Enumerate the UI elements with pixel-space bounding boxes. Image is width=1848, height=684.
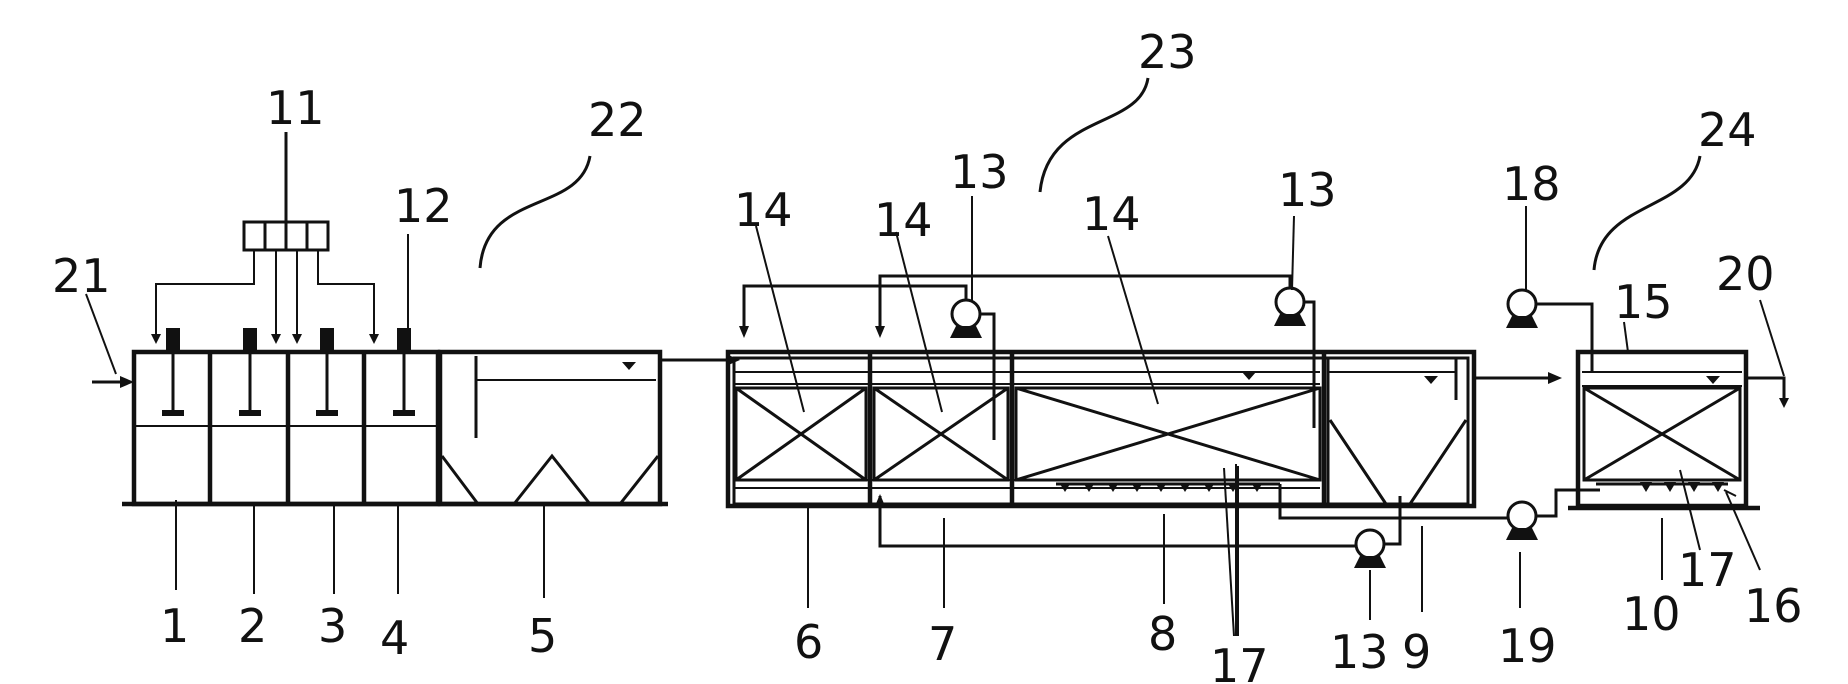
- pump-18: [1506, 288, 1594, 372]
- label-13-bottom: 13: [1330, 625, 1389, 679]
- label-20: 20: [1716, 247, 1775, 301]
- agitator-2: [239, 328, 261, 416]
- leader-lines: [85, 196, 1785, 637]
- label-7: 7: [928, 617, 957, 671]
- pump-13-bottom: [875, 494, 1402, 568]
- label-18: 18: [1502, 157, 1561, 211]
- pump-13-left: [950, 298, 996, 440]
- pump-19: [1506, 488, 1600, 540]
- label-1: 1: [160, 599, 189, 653]
- label-14-a: 14: [734, 183, 793, 237]
- label-15: 15: [1614, 275, 1673, 329]
- label-12: 12: [394, 179, 453, 233]
- reactor-outer-wall: [725, 349, 1477, 509]
- pump-13-right: [1274, 286, 1316, 428]
- biological-section: [725, 77, 1562, 568]
- pretreatment-section: [92, 132, 740, 507]
- label-14-c: 14: [1082, 187, 1141, 241]
- label-8: 8: [1148, 607, 1177, 661]
- label-13-top-right: 13: [1278, 163, 1337, 217]
- tertiary-section: [1506, 155, 1789, 540]
- label-13-top-left: 13: [950, 145, 1009, 199]
- label-21: 21: [52, 249, 111, 303]
- label-17-b: 17: [1678, 543, 1737, 597]
- label-23: 23: [1138, 25, 1197, 79]
- label-14-b: 14: [874, 193, 933, 247]
- sedimentation-tank: [437, 349, 663, 507]
- label-17-a: 17: [1210, 639, 1269, 684]
- label-4: 4: [380, 611, 409, 665]
- settling-tank-9: [1326, 356, 1470, 506]
- label-3: 3: [318, 599, 347, 653]
- label-24: 24: [1698, 103, 1757, 157]
- label-2: 2: [238, 599, 267, 653]
- label-9: 9: [1402, 625, 1431, 679]
- agitator-4: [393, 328, 415, 416]
- label-5: 5: [528, 609, 557, 663]
- media-block-6: [734, 386, 868, 482]
- label-19: 19: [1498, 619, 1557, 673]
- tank-10: [1575, 349, 1749, 509]
- dosing-unit: [151, 132, 379, 344]
- media-block-7: [872, 386, 1010, 482]
- agitator-1: [162, 328, 184, 416]
- label-22: 22: [588, 93, 647, 147]
- agitator-3: [316, 328, 338, 416]
- label-10: 10: [1622, 587, 1681, 641]
- label-6: 6: [794, 615, 823, 669]
- aerator-row-10: [1596, 482, 1728, 492]
- label-11: 11: [266, 81, 325, 135]
- component-labels: 1 2 3 4 5 6 7 8 9 10 11 12 13 13 13 14 1…: [52, 25, 1803, 684]
- media-block-8: [1014, 386, 1322, 482]
- label-16: 16: [1744, 579, 1803, 633]
